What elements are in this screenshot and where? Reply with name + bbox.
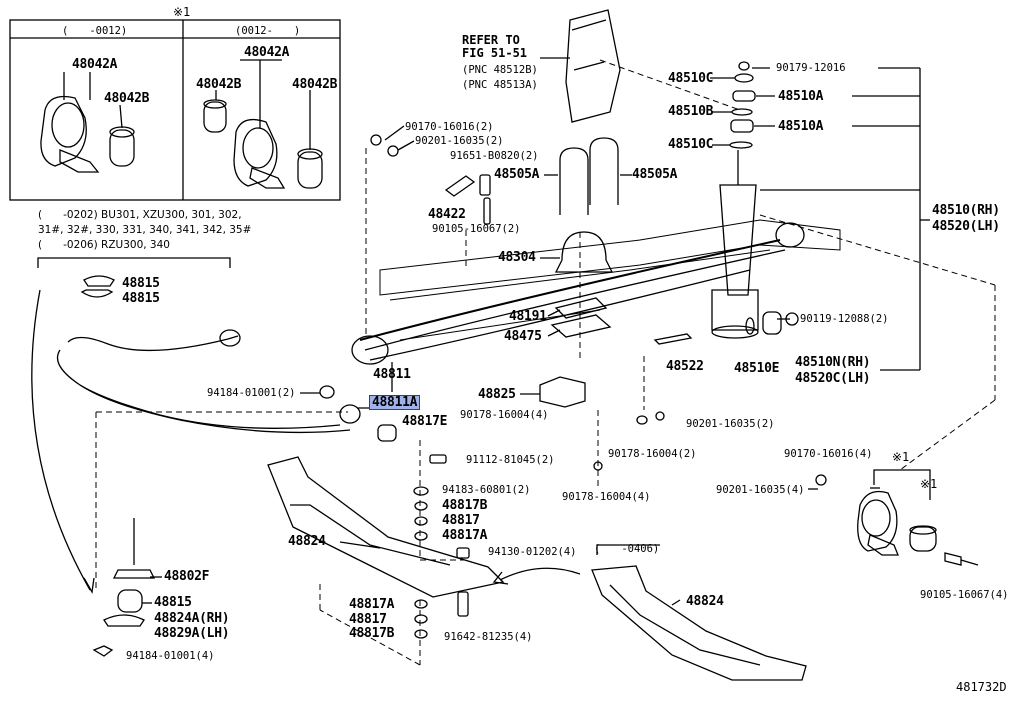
applicability-line-1: ( -0202) BU301, XZU300, 301, 302, <box>38 209 242 221</box>
label-91651-b0820[interactable]: 91651-B0820(2) <box>450 150 539 162</box>
refer-line-3: (PNC 48512B) <box>462 64 538 76</box>
inset-left-bushing <box>40 95 135 173</box>
label-90201-16035-2[interactable]: 90201-16035(2) <box>415 135 504 147</box>
refer-line-1: REFER TO <box>462 33 520 47</box>
label-90170-16016-2[interactable]: 90170-16016(2) <box>405 121 494 133</box>
star-mark-2: ※1 <box>920 477 938 491</box>
label-48510c-bottom[interactable]: 48510C <box>668 137 714 152</box>
label-48520-lh[interactable]: 48520(LH) <box>932 219 1000 234</box>
label-48811[interactable]: 48811 <box>373 367 411 382</box>
frame-rail <box>379 219 841 341</box>
label-90178-16004-4-b[interactable]: 90178-16004(4) <box>562 491 651 503</box>
diagram-id: 481732D <box>956 680 1007 694</box>
label-0406-range: ( -0406) <box>594 543 660 555</box>
label-90178-16004-2[interactable]: 90178-16004(2) <box>608 448 697 460</box>
inset-right-label-3: 48042B <box>292 77 338 92</box>
label-48510-rh[interactable]: 48510(RH) <box>932 203 1000 218</box>
refer-line-2: FIG 51-51 <box>462 46 528 60</box>
label-48815-b[interactable]: 48815 <box>122 291 160 306</box>
stabilizer-bar <box>56 329 361 434</box>
bump-stopper <box>554 231 614 273</box>
label-91642-81235[interactable]: 91642-81235(4) <box>444 631 533 643</box>
refer-line-4: (PNC 48513A) <box>462 79 538 91</box>
label-48510c-top[interactable]: 48510C <box>668 71 714 86</box>
inset-right-label-2: 48042B <box>196 77 242 92</box>
label-48817e[interactable]: 48817E <box>402 414 448 429</box>
u-bolts <box>559 137 619 215</box>
inset-right-label-1: 48042A <box>244 45 290 60</box>
label-90201-16035-2-b[interactable]: 90201-16035(2) <box>686 418 775 430</box>
inset-left-label-1: 48042A <box>72 57 118 72</box>
label-48815-a[interactable]: 48815 <box>122 276 160 291</box>
inset-left-label-2: 48042B <box>104 91 150 106</box>
curved-arrow <box>31 289 91 591</box>
label-94184-01001-2[interactable]: 94184-01001(2) <box>207 387 296 399</box>
label-90105-16067-4[interactable]: 90105-16067(4) <box>920 589 1009 601</box>
label-90119-12088[interactable]: 90119-12088(2) <box>800 313 889 325</box>
label-48510e[interactable]: 48510E <box>734 361 780 376</box>
label-48475[interactable]: 48475 <box>504 329 542 344</box>
label-90179-12016[interactable]: 90179-12016 <box>776 62 846 74</box>
label-48422[interactable]: 48422 <box>428 207 466 222</box>
label-90201-16035-4[interactable]: 90201-16035(4) <box>716 484 805 496</box>
label-48505a-left[interactable]: 48505A <box>494 167 540 182</box>
star-mark-1: ※1 <box>892 450 910 464</box>
label-48510a-top[interactable]: 48510A <box>778 89 824 104</box>
label-90105-16067-2[interactable]: 90105-16067(2) <box>432 223 521 235</box>
label-48817b-a[interactable]: 48817B <box>442 498 488 513</box>
label-48510a-bottom[interactable]: 48510A <box>778 119 824 134</box>
label-48510b[interactable]: 48510B <box>668 104 714 119</box>
bracket-48825 <box>539 376 586 408</box>
label-48817a-b[interactable]: 48817A <box>349 597 395 612</box>
shock-absorber <box>711 150 759 339</box>
crossmember-right <box>591 565 807 681</box>
label-48817b-b[interactable]: 48817B <box>349 626 395 641</box>
applicability-line-3: ( -0206) RZU300, 340 <box>38 239 170 251</box>
label-48829a-lh[interactable]: 48829A(LH) <box>154 626 230 641</box>
label-48824a-rh[interactable]: 48824A(RH) <box>154 611 230 626</box>
label-48522[interactable]: 48522 <box>666 359 704 374</box>
label-48191[interactable]: 48191 <box>509 309 547 324</box>
label-91112-81045[interactable]: 91112-81045(2) <box>466 454 555 466</box>
label-48817-b[interactable]: 48817 <box>349 612 387 627</box>
inset-star-mark: ※1 <box>173 5 191 19</box>
label-48304[interactable]: 48304 <box>498 250 536 265</box>
label-48520c-lh[interactable]: 48520C(LH) <box>795 371 871 386</box>
label-48811a-highlighted[interactable]: 48811A <box>368 395 421 410</box>
label-94184-01001-4[interactable]: 94184-01001(4) <box>126 650 215 662</box>
inset-frame <box>9 19 341 201</box>
label-48817-a[interactable]: 48817 <box>442 513 480 528</box>
label-48510n-rh[interactable]: 48510N(RH) <box>795 355 871 370</box>
label-90178-16004-4-a[interactable]: 90178-16004(4) <box>460 409 549 421</box>
inset-right-header: (0012- ) <box>235 25 301 37</box>
spring-hanger <box>565 9 621 123</box>
label-48815-c[interactable]: 48815 <box>154 595 192 610</box>
label-90170-16016-4[interactable]: 90170-16016(4) <box>784 448 873 460</box>
label-48505a-right[interactable]: 48505A <box>632 167 678 182</box>
applicability-line-2: 31#, 32#, 330, 331, 340, 341, 342, 35# <box>38 224 252 236</box>
label-48824-left[interactable]: 48824 <box>288 534 326 549</box>
plate-48191 <box>554 297 608 319</box>
crossmember-left <box>267 456 505 598</box>
inset-left-header: ( -0012) <box>62 25 128 37</box>
label-48825[interactable]: 48825 <box>478 387 516 402</box>
leaf-spring <box>351 222 805 365</box>
label-94130-01202[interactable]: 94130-01202(4) <box>488 546 577 558</box>
inset-right-bushing <box>203 99 323 189</box>
label-94183-60801[interactable]: 94183-60801(2) <box>442 484 531 496</box>
plate-48475 <box>550 314 612 338</box>
label-48824-right[interactable]: 48824 <box>686 594 724 609</box>
label-48802f[interactable]: 48802F <box>164 569 210 584</box>
label-48817a-a[interactable]: 48817A <box>442 528 488 543</box>
